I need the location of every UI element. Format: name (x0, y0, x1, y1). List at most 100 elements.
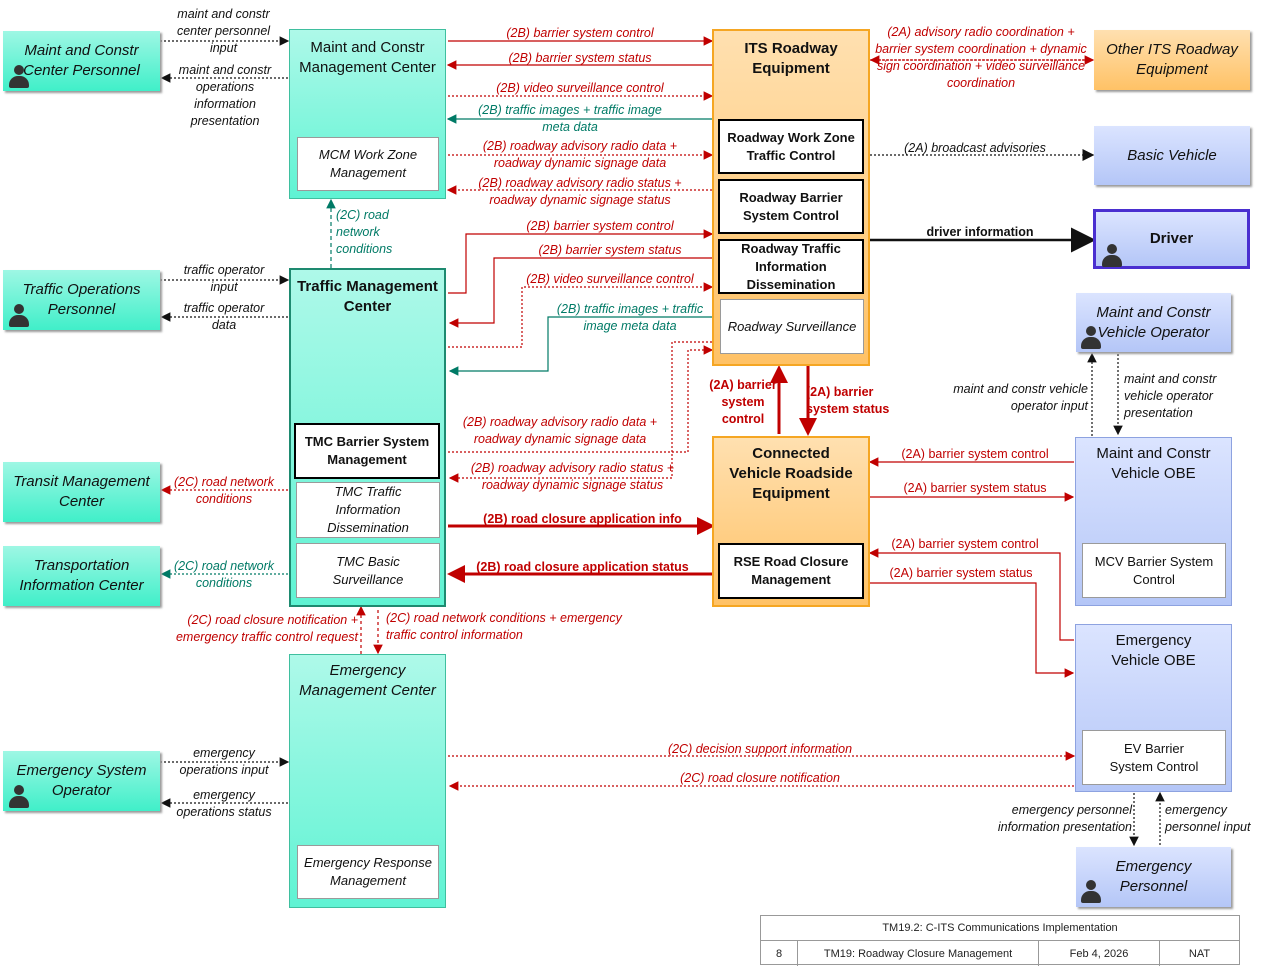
emc-response-box[interactable]: Emergency Response Management (297, 845, 439, 899)
mcv-barrier-label: MCV Barrier System Control (1094, 553, 1214, 587)
rw-barrier-box[interactable]: Roadway Barrier System Control (718, 179, 864, 234)
tmc-info-box[interactable]: TMC Traffic Information Dissemination (296, 482, 440, 538)
flow-label: (2A) barrier system status (806, 385, 890, 416)
mcm-title: Maint and Constr Management Center (299, 39, 436, 76)
other-its-terminator[interactable]: Other ITS Roadway Equipment (1094, 30, 1250, 90)
emergency-personnel-label: Emergency Personnel (1115, 858, 1192, 895)
flow-label: emergency operations status (176, 788, 272, 819)
person-icon (8, 785, 30, 809)
basic-vehicle-label: Basic Vehicle (1127, 146, 1217, 164)
rw-info-label: Roadway Traffic Information Disseminatio… (741, 240, 841, 292)
footer-course: TM19.2: C-ITS Communications Implementat… (761, 916, 1239, 941)
flow-label: (2B) roadway advisory radio status + roa… (470, 461, 675, 492)
person-icon (1101, 244, 1123, 268)
tmc-barrier-box[interactable]: TMC Barrier System Management (294, 423, 440, 479)
flow-label: (2C) road network conditions (173, 559, 275, 590)
emc-title: Emergency Management Center (299, 662, 436, 699)
flow-label: (2B) barrier system control (506, 26, 654, 40)
flow-label: (2A) broadcast advisories (904, 141, 1046, 155)
person-icon (8, 65, 30, 89)
ev-barrier-box[interactable]: EV Barrier System Control (1082, 730, 1226, 785)
tmc-surv-box[interactable]: TMC Basic Surveillance (296, 543, 440, 598)
transit-mgmt-terminator[interactable]: Transit Management Center (3, 462, 160, 522)
rse-closure-box[interactable]: RSE Road Closure Management (718, 543, 864, 599)
flow-label: (2B) video surveillance control (496, 81, 664, 95)
flow-label: (2C) decision support information (667, 742, 853, 756)
mcv-operator-label: Maint and Constr Vehicle Operator (1096, 303, 1211, 341)
transport-info-label: Transportation Information Center (19, 557, 144, 594)
rw-workzone-box[interactable]: Roadway Work Zone Traffic Control (718, 119, 864, 174)
flow-label: emergency personnel information presenta… (997, 803, 1132, 834)
flow-label: (2B) roadway advisory radio status + roa… (478, 176, 682, 207)
maint-personnel-label: Maint and Constr Center Personnel (23, 42, 140, 79)
traffic-ops-personnel-label: Traffic Operations Personnel (22, 281, 141, 318)
tmc-surv-label: TMC Basic Surveillance (332, 553, 404, 587)
flow-label: (2C) road network conditions + emergency… (386, 611, 622, 642)
rse-closure-label: RSE Road Closure Management (733, 554, 849, 587)
flow-label: (2B) barrier system status (538, 243, 682, 257)
flow-label: (2A) barrier system status (889, 566, 1033, 580)
flow-label: emergency personnel input (1165, 803, 1251, 834)
footer-org: NAT (1188, 947, 1211, 960)
flow-label: traffic operator data (183, 301, 265, 332)
flow-label: (2B) traffic images + traffic image meta… (556, 302, 704, 333)
its-roadway-title: ITS Roadway Equipment (744, 40, 838, 77)
flow-label: maint and constr operations information … (178, 63, 272, 128)
person-icon (8, 304, 30, 328)
traffic-ops-personnel-terminator[interactable]: Traffic Operations Personnel (3, 270, 160, 330)
emergency-personnel-terminator[interactable]: Emergency Personnel (1076, 847, 1231, 907)
flow-label: (2C) road closure notification (680, 771, 840, 785)
maint-personnel-terminator[interactable]: Maint and Constr Center Personnel (3, 31, 160, 91)
transit-mgmt-label: Transit Management Center (13, 473, 150, 510)
driver-label: Driver (1149, 230, 1194, 247)
basic-vehicle-terminator[interactable]: Basic Vehicle (1094, 126, 1250, 185)
flow-label: traffic operator input (183, 263, 265, 294)
emergency-operator-label: Emergency System Operator (16, 762, 147, 799)
flow-label: driver information (926, 225, 1034, 239)
flow-label: (2A) advisory radio coordination + barri… (875, 25, 1087, 90)
flow-label: (2C) road network conditions (173, 475, 275, 506)
driver-terminator[interactable]: Driver (1093, 209, 1250, 269)
mcm-workzone-box[interactable]: MCM Work Zone Management (297, 137, 439, 191)
flow-label: (2B) barrier system status (508, 51, 652, 65)
rw-surv-label: Roadway Surveillance (727, 318, 857, 334)
rw-info-box[interactable]: Roadway Traffic Information Disseminatio… (718, 239, 864, 294)
flow-label: (2A) barrier system control (709, 378, 777, 426)
flow-label: (2A) barrier system status (903, 481, 1047, 495)
flow-label: (2B) barrier system control (526, 219, 674, 233)
mcm-workzone-label: MCM Work Zone Management (318, 147, 418, 180)
footer-module: TM19: Roadway Closure Management (798, 941, 1039, 966)
emc-response-label: Emergency Response Management (304, 855, 432, 888)
mcv-barrier-box[interactable]: MCV Barrier System Control (1082, 543, 1226, 598)
flow-label: (2C) road network conditions (336, 208, 393, 256)
ev-barrier-label: EV Barrier System Control (1109, 740, 1199, 774)
cv-rse-title: Connected Vehicle Roadside Equipment (729, 445, 853, 502)
mcv-obe-title: Maint and Constr Vehicle OBE (1096, 445, 1211, 482)
person-icon (1080, 326, 1102, 350)
footer-date: Feb 4, 2026 (1039, 941, 1160, 966)
flow-label: (2A) barrier system control (901, 447, 1049, 461)
flow-label: (2C) road closure notification + emergen… (175, 613, 358, 644)
emergency-operator-terminator[interactable]: Emergency System Operator (3, 751, 160, 811)
footer-page: 8 (761, 941, 798, 966)
tmc-title: Traffic Management Center (297, 278, 438, 315)
rw-surv-box[interactable]: Roadway Surveillance (720, 299, 864, 354)
person-icon (1080, 880, 1102, 904)
flow-label: (2B) road closure application info (483, 512, 682, 526)
ev-obe-title: Emergency Vehicle OBE (1111, 632, 1196, 669)
tmc-info-label: TMC Traffic Information Dissemination (327, 484, 409, 535)
flow-label: (2B) video surveillance control (526, 272, 694, 286)
rw-barrier-label: Roadway Barrier System Control (739, 189, 843, 223)
flow-label: (2B) roadway advisory radio data + roadw… (482, 139, 678, 170)
rw-workzone-label: Roadway Work Zone Traffic Control (727, 129, 855, 163)
flow-label: (2B) road closure application status (476, 560, 689, 574)
flow-label: (2B) roadway advisory radio data + roadw… (462, 415, 658, 446)
flow-label: maint and constr vehicle operator presen… (1124, 372, 1217, 420)
flow-label: (2A) barrier system control (891, 537, 1039, 551)
transport-info-terminator[interactable]: Transportation Information Center (3, 546, 160, 606)
flow-label: maint and constr center personnel input (176, 7, 271, 55)
flow-label: (2B) traffic images + traffic image meta… (478, 103, 662, 134)
mcv-operator-terminator[interactable]: Maint and Constr Vehicle Operator (1076, 293, 1231, 352)
